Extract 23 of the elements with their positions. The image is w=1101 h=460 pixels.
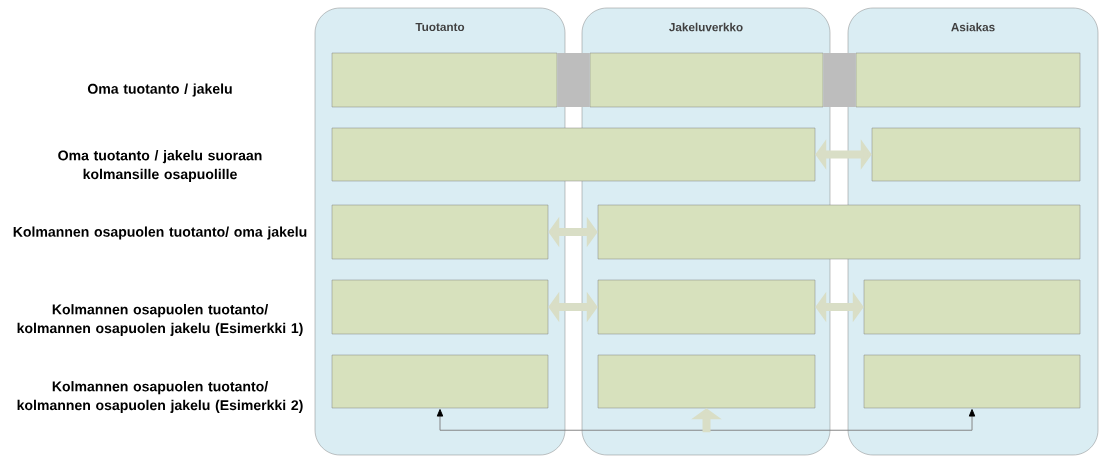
empty-box (863, 279, 1081, 335)
empty-box (331, 204, 549, 260)
empty-box (331, 354, 549, 409)
empty-box (597, 354, 816, 409)
empty-box (331, 279, 549, 335)
arrow (815, 139, 872, 170)
empty-box (871, 127, 1081, 182)
row-label: Kolmannen osapuolen tuotanto/ kolmannen osapuolen jakelu (Esimerkki 2) (17, 381, 303, 413)
row-label: Kolmannen osapuolen tuotanto/ kolmannen osapuolen jakelu (Esimerkki 1) (17, 304, 303, 336)
empty-box (331, 127, 816, 182)
row-label: Oma tuotanto / jakelu (87, 83, 232, 97)
arrow (548, 291, 598, 323)
row-label: Oma tuotanto / jakelu suoraan kolmansille osapuolille (58, 150, 262, 182)
empty-box (597, 204, 1081, 260)
empty-box (597, 279, 816, 335)
arrow (548, 216, 598, 248)
empty-box (863, 354, 1081, 409)
row-label: Kolmannen osapuolen tuotanto/ oma jakelu (13, 226, 307, 240)
empty-box (589, 52, 824, 108)
arrow (436, 409, 976, 431)
arrow (815, 291, 864, 323)
empty-box (855, 52, 1081, 108)
empty-box (331, 52, 558, 108)
